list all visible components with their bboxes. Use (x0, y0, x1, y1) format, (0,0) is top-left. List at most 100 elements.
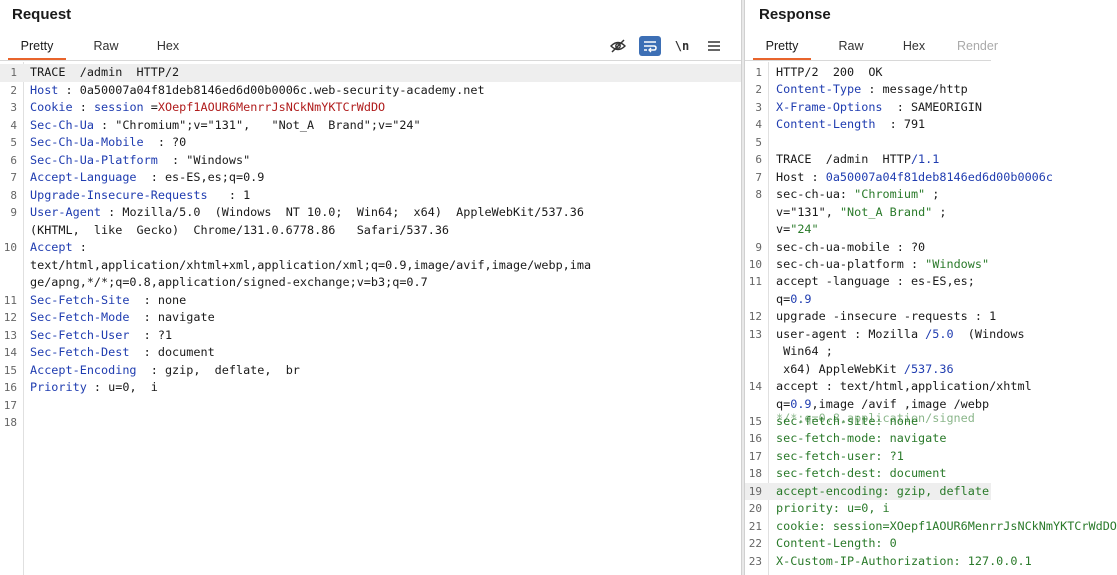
line-text: X-Custom-IP-Authorization: 127.0.0.1 (776, 553, 1032, 568)
response-code-line: v="24" (745, 221, 991, 239)
line-number: 8 (10, 188, 17, 202)
line-number: 17 (3, 398, 17, 412)
response-code-line: 19 accept-encoding: gzip, deflate (745, 482, 991, 501)
line-number: 12 (748, 310, 762, 324)
request-code-line: 5 Sec-Ch-Ua-Mobile : ?0 (0, 134, 741, 152)
line-number: 21 (748, 519, 762, 533)
line-text: q=0.9 (776, 291, 812, 306)
pane-divider[interactable] (741, 0, 745, 575)
request-gutter (0, 62, 24, 575)
line-number: 12 (3, 311, 17, 324)
line-number: 10 (748, 257, 762, 271)
line-number: 15 (3, 363, 17, 377)
line-number: 3 (755, 100, 762, 114)
line-text: Sec-Ch-Ua-Mobile : ?0 (30, 135, 187, 149)
line-text: priority: u=0, i (776, 501, 890, 516)
response-code-line: 17 sec-fetch-user: ?1 (745, 448, 991, 466)
line-number: 23 (748, 554, 762, 568)
line-text: Host : 0a50007a04f81deb8146ed6d00b0006c (776, 169, 1053, 184)
line-text: Sec-Fetch-Dest : document (30, 345, 215, 359)
line-number: 22 (748, 537, 762, 551)
line-number: 6 (10, 153, 17, 167)
line-text: TRACE /admin HTTP/1.1 (776, 152, 940, 167)
response-code-line: q=0.9,image /avif ,image /webp (745, 396, 991, 414)
line-text: Sec-Fetch-Site : none (30, 292, 187, 307)
line-text: sec-fetch-site: none (776, 414, 919, 428)
line-text: sec-fetch-user: ?1 (776, 448, 904, 463)
line-text: accept-encoding: gzip, deflate (776, 483, 990, 498)
line-number: 18 (748, 467, 762, 481)
line-text: Accept : (30, 240, 87, 254)
response-code-line: q=0.9 (745, 291, 991, 309)
request-tab-pretty[interactable]: Pretty (8, 34, 66, 60)
request-toolbar: \n (607, 34, 727, 58)
line-text: Host : 0a50007a04f81deb8146ed6d00b0006c.… (30, 82, 485, 97)
response-tab-render[interactable]: Render (957, 39, 998, 53)
line-number: 16 (748, 432, 762, 446)
response-code-line: Win64 ; (745, 343, 991, 361)
newline-icon[interactable]: \n (671, 36, 693, 56)
line-text: Content-Type : message/http (776, 82, 968, 97)
line-number: 16 (3, 381, 17, 394)
line-text: (KHTML, like Gecko) Chrome/131.0.6778.86… (30, 222, 450, 237)
line-number: 17 (748, 449, 762, 463)
line-text: sec-ch-ua: "Chromium" ; (776, 187, 940, 202)
line-number: 4 (10, 118, 17, 132)
line-number: 15 (748, 415, 762, 428)
response-code-line: v="131", "Not_A Brand" ; (745, 204, 991, 222)
line-number: 18 (3, 416, 17, 429)
line-number: 8 (755, 188, 762, 202)
response-code-line: 8 sec-ch-ua: "Chromium" ; (745, 186, 991, 204)
line-number: 20 (748, 502, 762, 516)
line-text: ge/apng,*/*;q=0.8,application/signed-exc… (30, 275, 428, 289)
line-text: Sec-Fetch-User : ?1 (30, 327, 173, 342)
request-code-line: text/html,application/xhtml+xml,applicat… (0, 257, 741, 275)
line-number: 11 (3, 293, 17, 307)
line-number: 13 (748, 327, 762, 341)
line-text: Accept-Language : es-ES,es;q=0.9 (30, 170, 265, 184)
response-tab-pretty[interactable]: Pretty (753, 34, 811, 60)
line-text: sec-fetch-mode: navigate (776, 431, 947, 446)
line-number: 2 (755, 83, 762, 97)
line-text: Content-Length : 791 (776, 117, 926, 132)
response-code-line: 20 priority: u=0, i (745, 500, 991, 518)
menu-icon[interactable] (703, 36, 725, 56)
line-text: Cookie : session =XOepf1AOUR6MenrrJsNCkN… (30, 100, 386, 114)
request-tab-hex[interactable]: Hex (156, 39, 180, 53)
request-tab-raw[interactable]: Raw (93, 39, 119, 53)
response-tab-raw[interactable]: Raw (838, 39, 864, 53)
response-code-line: 23 X-Custom-IP-Authorization: 127.0.0.1 (745, 553, 1032, 571)
request-tabs: Pretty Raw Hex (0, 34, 741, 61)
request-title: Request (12, 6, 72, 23)
response-title: Response (759, 6, 831, 23)
line-number: 14 (748, 380, 762, 394)
hide-icon[interactable] (607, 36, 629, 56)
line-number: 5 (10, 136, 17, 149)
response-tab-hex[interactable]: Hex (902, 39, 926, 53)
line-text: v="24" (776, 222, 819, 237)
wrap-lines-icon[interactable] (639, 36, 661, 56)
line-number: 19 (748, 484, 762, 498)
